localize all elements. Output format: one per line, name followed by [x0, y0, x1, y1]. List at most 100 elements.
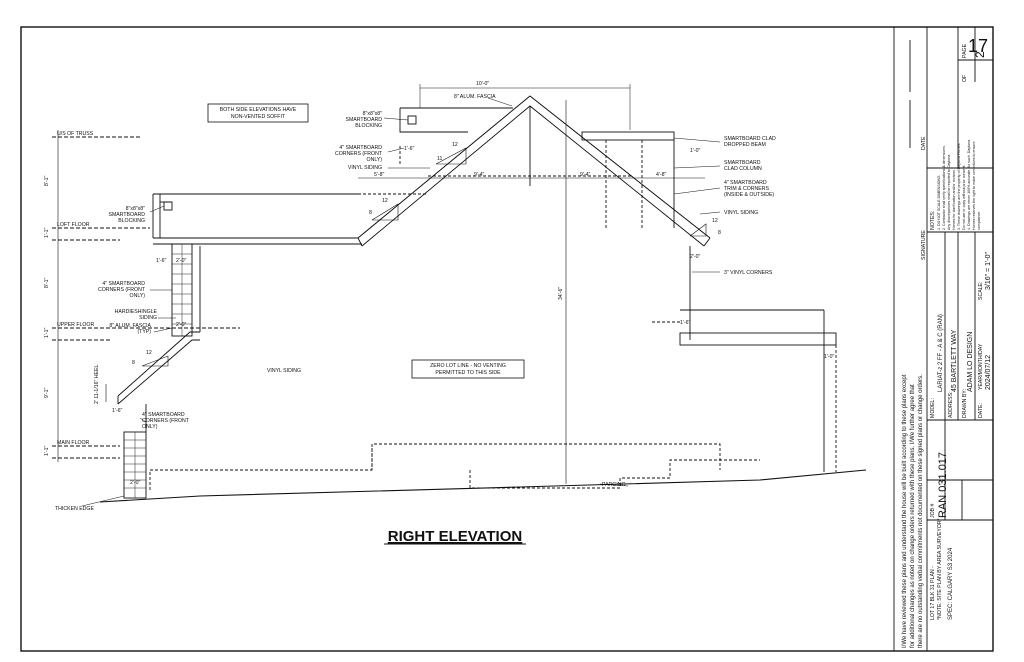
label-fascia-top: 8" ALUM. FASCIA	[454, 94, 496, 100]
note-zero-lot-2: PERMITTED TO THIS SIDE	[435, 370, 501, 376]
sheet-border	[20, 26, 994, 652]
callout-hardie-2: SIDING	[139, 315, 157, 321]
level-main-floor: MAIN FLOOR	[57, 440, 90, 446]
note-soffit-1: BOTH SIDE ELEVATIONS HAVE	[220, 107, 297, 113]
callout-corners-mid-2: CORNERS (FRONT	[98, 287, 146, 293]
dim-3: 9'-4"	[580, 172, 590, 178]
dim-11: 1'-6"	[112, 408, 122, 414]
of-label: OF	[962, 75, 968, 82]
dim-13: 1'-0"	[824, 354, 834, 360]
date-caption: YEAR/MONTH/DAY	[978, 343, 984, 390]
dim-1: 5'-8"	[374, 172, 384, 178]
disclaimer-line-2: for additional changes as noted on chang…	[910, 384, 916, 648]
dim-left-5: 9'-1"	[44, 388, 50, 398]
address-label: ADDRESS:	[948, 391, 954, 418]
slope-12-a: 12	[452, 142, 458, 148]
notes-title: NOTES:	[930, 211, 936, 230]
dim-7: 2'-0"	[690, 254, 700, 260]
callout-vinyl-corners: 3" VINYL CORNERS	[724, 270, 773, 276]
callout-corners-mid-1: 4" SMARTBOARD	[102, 281, 145, 287]
disclaimer-line-3: there are no outstanding verbal commitme…	[918, 374, 924, 648]
callout-blocking-mid-1: 8"x8"x8"	[126, 206, 146, 212]
slope-8-a: 8	[369, 210, 372, 216]
note-1: 1. DO NOT SCALE DIMENSIONS.	[937, 175, 941, 230]
level-loft-floor: LOFT FLOOR	[57, 222, 90, 228]
note-5: 3. These drawings are the property of Da…	[957, 143, 961, 230]
dim-left-6: 1'-1"	[44, 446, 50, 456]
lot-info: LOT 17 BLK 31 PLAN -	[930, 566, 936, 620]
date-label: DATE:	[978, 403, 984, 418]
title-block	[893, 27, 993, 651]
of-number: 17	[968, 36, 988, 56]
note-3: Any discrepancies shall be reported to D…	[947, 155, 951, 230]
callout-blocking-top-1: 8"x8"x8"	[363, 111, 383, 117]
drawn-value: ADAM LO DESIGN	[967, 332, 974, 392]
callout-beam-1: SMARTBOARD CLAD	[724, 136, 776, 142]
disclaimer-line-1: I/We have reviewed these plans and under…	[902, 374, 908, 648]
callout-heel: 2' 11-1/16" HEEL	[94, 365, 100, 404]
dim-left-1: 8'-1"	[44, 176, 50, 186]
callout-hardie-1: HARDIESHINGLE	[115, 309, 158, 315]
note-8: Homes reserves the right to make correct…	[972, 142, 976, 230]
drawn-label: DRAWN BY:	[962, 389, 968, 418]
leaders	[81, 97, 721, 507]
callout-thicken-edge: THICKEN EDGE	[55, 506, 94, 512]
dim-8: 1'-6"	[156, 258, 166, 264]
callout-trim-2: TRIM & CORNERS	[724, 186, 770, 192]
note-9: compliance.	[977, 211, 981, 230]
address-value: 45 BARTLETT WAY	[951, 329, 958, 392]
signature-date-label: DATE	[921, 136, 927, 150]
model-label: MODEL:	[930, 398, 936, 418]
dim-10: 2'-0"	[176, 322, 186, 328]
dim-2: 9'-4"	[474, 172, 484, 178]
note-2: 2. Contractor shall verify specification…	[942, 145, 946, 230]
dim-14: 2'-0"	[130, 480, 140, 486]
callout-corners-top-3: ONLY)	[367, 157, 383, 163]
callout-corners-low-1: 4" SMARTBOARD	[142, 412, 185, 418]
slope-8-b: 8	[132, 360, 135, 366]
level-upper-floor: UPPER FLOOR	[57, 322, 94, 328]
callout-blocking-mid-2: SMARTBOARD	[108, 212, 145, 218]
dim-top-width: 10'-0"	[476, 81, 489, 87]
note-zero-lot-1: ZERO LOT LINE - NO VENTING	[430, 363, 506, 369]
scale-label: SCALE:	[978, 282, 984, 300]
callout-blocking-top-2: SMARTBOARD	[345, 117, 382, 123]
note-soffit-2: NON-VENTED SOFFIT	[231, 114, 286, 120]
dim-total-height: 34'-6"	[558, 287, 564, 300]
callout-corners-top-2: CORNERS (FRONT	[335, 151, 383, 157]
callout-beam-2: DROPPED BEAM	[724, 142, 766, 148]
dim-12: 1'-6"	[680, 320, 690, 326]
callout-corners-mid-3: ONLY)	[130, 293, 146, 299]
page-number: 2	[973, 51, 987, 58]
note-6: Do not use or copy without prior consent…	[962, 165, 966, 230]
page-label: PAGE	[962, 43, 968, 58]
drawing-title: RIGHT ELEVATION	[388, 528, 522, 545]
notes-list: 1. DO NOT SCALE DIMENSIONS. 2. Contracto…	[937, 140, 981, 230]
callout-column-1: SMARTBOARD	[724, 160, 761, 166]
dim-left-4: 1'-1"	[44, 328, 50, 338]
job-label: JOB #	[930, 503, 936, 518]
brick-hatch	[124, 244, 192, 498]
slope-8-c: 8	[718, 230, 721, 236]
slope-12-d: 12	[712, 218, 718, 224]
label-vinyl-body: VINYL SIDING	[267, 368, 301, 374]
callout-vinyl-right: VINYL SIDING	[724, 210, 758, 216]
dim-9: 2'-0"	[176, 258, 186, 264]
callout-corners-top-1: 4" SMARTBOARD	[339, 145, 382, 151]
dim-4: 4'-8"	[656, 172, 666, 178]
callout-corners-low-2: CORNERS (FRONT	[142, 418, 190, 424]
callout-blocking-mid-3: BLOCKING	[118, 218, 145, 224]
callout-blocking-top-3: BLOCKING	[355, 123, 382, 129]
job-number: RAN 031.017	[937, 452, 949, 518]
site-plan-note: *NOTE: SITE PLAN BY AREA SURVEYOR*	[937, 518, 943, 620]
note-4: Homes for clarification and/or revision.	[952, 169, 956, 230]
callout-corners-low-3: ONLY)	[142, 424, 158, 430]
slope-12-b: 12	[382, 198, 388, 204]
slope-11: 11	[437, 156, 442, 162]
callout-trim-1: 4" SMARTBOARD	[724, 180, 767, 186]
dim-5: 1'-6"	[404, 146, 414, 152]
callout-trim-3: (INSIDE & OUTSIDE)	[724, 192, 774, 198]
slope-12-c: 12	[146, 350, 152, 356]
model-value: LARIAT-z 2 FF - A & C (RAN)	[938, 314, 944, 392]
